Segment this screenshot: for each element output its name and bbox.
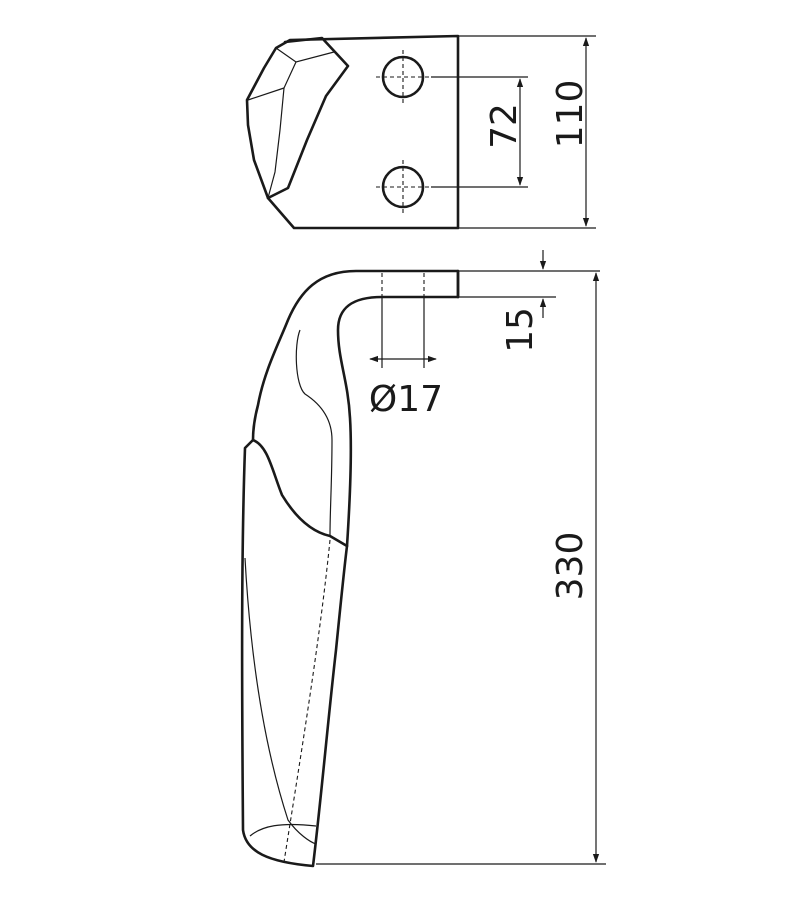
front-view: 72 110 (245, 34, 596, 230)
blade-sweep-curve (244, 557, 317, 845)
tine-inner-bend-edge (295, 329, 333, 536)
hole-hidden-lines (381, 273, 425, 297)
mounting-plate-outline (245, 34, 460, 230)
blade-bevel-edge (266, 36, 350, 200)
dimension-label-overall-height: 330 (550, 532, 591, 601)
bolt-hole-upper (381, 55, 425, 99)
dimension-label-plate-height: 110 (550, 80, 591, 149)
tine-body-outline (240, 269, 460, 868)
blade-face-curve (251, 438, 349, 548)
dimension-label-hole-spacing: 72 (484, 103, 525, 149)
blade-bevel-face (247, 87, 285, 101)
blade-edge-lower (249, 823, 317, 837)
hole-centerlines (376, 50, 431, 214)
dimension-label-hole-diameter: Ø17 (369, 379, 443, 420)
blade-bevel-inner (267, 47, 335, 199)
bolt-hole-lower (381, 165, 425, 209)
hidden-blade-edge (283, 539, 331, 863)
dimension-label-plate-thickness: 15 (500, 307, 541, 353)
side-view: Ø17 15 330 (240, 250, 606, 868)
